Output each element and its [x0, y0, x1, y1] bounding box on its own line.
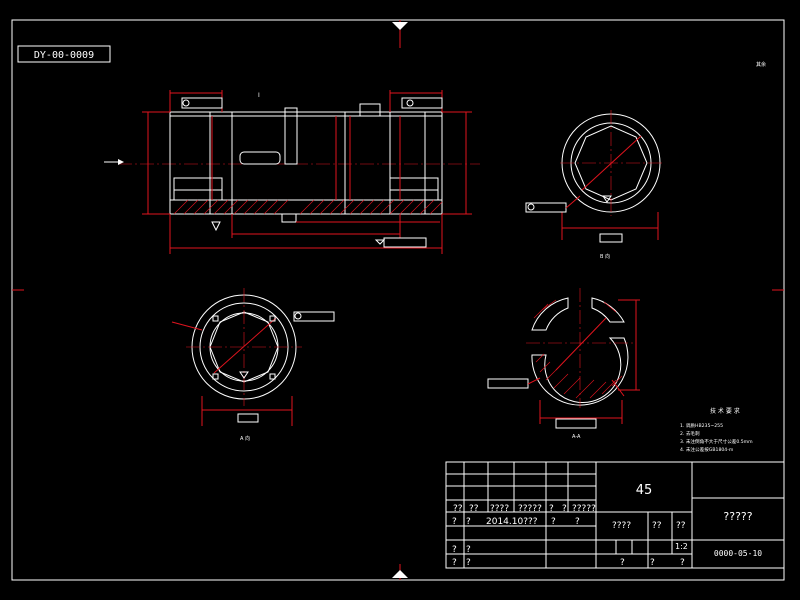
tech-req-item: 3. 未注倒角不大于尺寸公差0.5mm — [680, 438, 753, 445]
title-cell: ?? — [469, 504, 479, 514]
title-cell: ????? — [572, 504, 596, 514]
title-block — [445, 461, 785, 569]
tech-req-item: 4. 未注公差按GB1804-m — [680, 446, 734, 453]
title-cell: ?? — [652, 521, 662, 531]
right-view-label: B 向 — [600, 253, 610, 260]
main-section-view — [104, 90, 480, 254]
tech-req-item: 2. 去毛刺 — [680, 430, 700, 437]
title-date: 2014.10??? — [486, 517, 538, 527]
title-cell: ? — [549, 504, 554, 514]
title-cell: ?? — [453, 504, 463, 514]
title-cell: ? — [466, 517, 471, 527]
scale-text: 1:2 — [675, 542, 688, 551]
title-cell: ? — [562, 504, 567, 514]
right-end-view — [525, 110, 664, 243]
part-name: ????? — [723, 510, 752, 523]
material-text: 45 — [636, 483, 653, 498]
section-aa-view — [487, 288, 640, 429]
title-cell: ? — [650, 558, 655, 568]
left-view-label: A 向 — [240, 435, 250, 442]
sheet-border — [11, 19, 785, 581]
technical-requirements: 技 术 要 求 1. 调质HB235~255 2. 去毛刺 3. 未注倒角不大于… — [680, 407, 753, 453]
title-cell: ???? — [612, 521, 631, 531]
section-view-label: A-A — [572, 434, 581, 440]
title-cell: ?? — [676, 521, 686, 531]
title-cell: ????? — [518, 504, 542, 514]
code-box-text: DY-00-0009 — [34, 50, 94, 61]
title-cell: ? — [575, 517, 580, 527]
surface-note: 其余 — [756, 61, 766, 68]
title-cell: ? — [680, 558, 685, 568]
title-cell: ???? — [490, 504, 509, 514]
tech-req-item: 1. 调质HB235~255 — [680, 422, 723, 429]
title-cell: ? — [551, 517, 556, 527]
drawing-number: 0000-05-10 — [714, 549, 762, 558]
code-box — [17, 45, 111, 63]
main-view-label: I — [258, 92, 260, 99]
tech-req-title: 技 术 要 求 — [710, 407, 740, 415]
title-cell: ? — [466, 558, 471, 568]
title-cell: ? — [452, 545, 457, 555]
left-end-view — [171, 288, 335, 426]
title-cell: ? — [452, 517, 457, 527]
title-cell: ? — [452, 558, 457, 568]
title-cell: ? — [620, 558, 625, 568]
title-cell: ? — [466, 545, 471, 555]
